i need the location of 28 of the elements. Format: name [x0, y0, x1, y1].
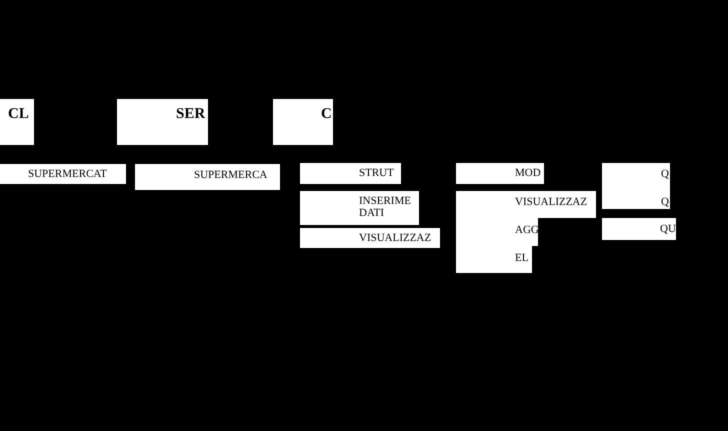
- text-box: [117, 99, 208, 145]
- text-box: [456, 191, 596, 218]
- text-box: [135, 164, 280, 190]
- box-label: SER: [176, 106, 206, 122]
- box-label: SUPERMERCA: [194, 169, 268, 181]
- text-box: [300, 228, 440, 248]
- box-label: C: [321, 106, 332, 122]
- box-label: Q: [661, 196, 669, 208]
- text-box: [456, 246, 532, 273]
- text-box: [0, 99, 34, 145]
- text-box: [602, 163, 670, 209]
- box-label: INSERIME DATI: [359, 195, 412, 219]
- text-box: [456, 163, 544, 184]
- text-box: [300, 163, 401, 184]
- box-label: STRUT: [359, 167, 394, 179]
- text-box: [0, 164, 126, 184]
- text-box: [602, 218, 676, 240]
- box-label: VISUALIZZAZ: [359, 232, 432, 244]
- box-label: EL: [515, 252, 528, 264]
- box-label: SUPERMERCAT: [28, 168, 107, 180]
- box-label: AGG: [515, 224, 539, 236]
- box-label: VISUALIZZAZ: [515, 196, 588, 208]
- box-label: CL: [8, 106, 29, 122]
- text-box: [300, 191, 419, 225]
- box-label: QU: [660, 223, 676, 235]
- box-label: Q: [661, 168, 669, 180]
- box-label: MOD: [515, 167, 541, 179]
- text-box: [273, 99, 333, 145]
